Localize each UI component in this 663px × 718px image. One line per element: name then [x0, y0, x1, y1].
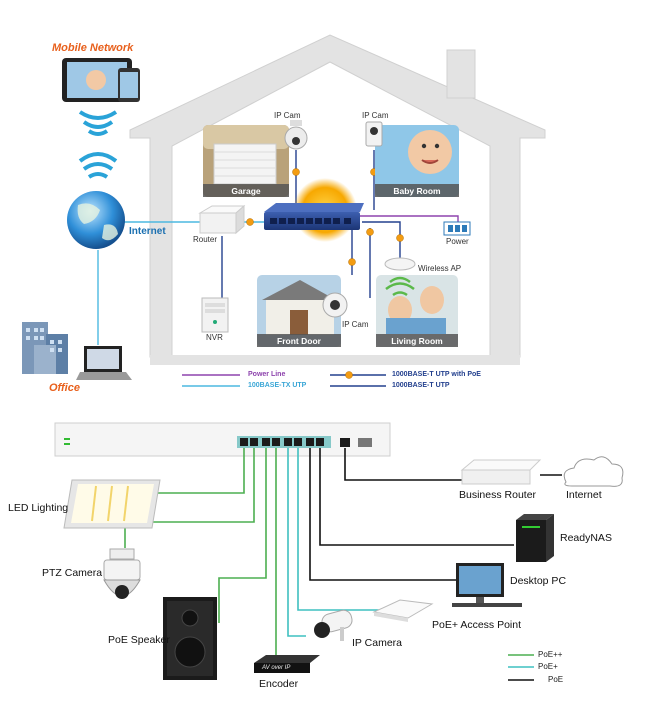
ip-cam-label-3: IP Cam: [342, 320, 369, 329]
legend-t-utp: 1000BASE-T UTP: [392, 382, 450, 389]
room-caption-living: Living Room: [391, 336, 443, 346]
internet-label-bottom: Internet: [566, 489, 602, 501]
legend-poe-p: PoE+: [538, 662, 558, 671]
desktop-pc-label: Desktop PC: [510, 575, 567, 587]
poe-speaker-label: PoE Speaker: [108, 634, 170, 646]
legend-poe-pp: PoE++: [538, 650, 563, 659]
ip-cam-label-1: IP Cam: [274, 111, 301, 120]
top-cables: [97, 150, 459, 345]
encoder-label: Encoder: [259, 678, 299, 690]
office-label: Office: [49, 382, 80, 394]
room-caption-baby: Baby Room: [393, 186, 441, 196]
wifi-icon-up: [78, 152, 118, 179]
power-label: Power: [446, 237, 469, 246]
laptop-device: [76, 346, 132, 380]
legend-power-line: Power Line: [248, 371, 286, 378]
desktop-pc-device: [452, 563, 522, 607]
business-router-device: [460, 459, 542, 485]
mobile-network-label: Mobile Network: [52, 42, 134, 54]
led-panel: [63, 479, 161, 529]
tablet-device: [62, 58, 140, 102]
ip-camera-label: IP Camera: [352, 637, 402, 649]
legend-poe: PoE: [548, 675, 564, 684]
ptz-camera: [103, 548, 141, 599]
access-point-label: PoE+ Access Point: [432, 619, 522, 631]
wifi-icon-down: [78, 110, 118, 136]
poe-switch-front: [54, 422, 391, 457]
poe-switch-home: [264, 203, 364, 230]
ip-camera-device: [314, 609, 353, 641]
bottom-legend: [508, 654, 534, 681]
wireless-ap-label: Wireless AP: [418, 264, 462, 273]
room-caption-front-door: Front Door: [277, 336, 321, 346]
router-device: [198, 204, 246, 235]
encoder-device: [254, 655, 320, 673]
globe-icon: [67, 191, 125, 249]
led-lighting-label: LED Lighting: [8, 502, 69, 514]
encoder-box-label: AV over IP: [262, 665, 291, 671]
ip-cam-front: [322, 292, 348, 318]
garage-photo: [203, 125, 289, 197]
router-label: Router: [193, 235, 218, 244]
legend-poe-utp: 1000BASE-T UTP with PoE: [392, 371, 481, 378]
poe-dots: [246, 168, 404, 266]
legend-tx-utp: 100BASE-TX UTP: [248, 382, 307, 389]
ip-cam-garage: [284, 120, 308, 150]
ip-cam-baby: [365, 121, 383, 147]
nvr-device: [201, 297, 229, 333]
access-point-device: [372, 599, 434, 622]
ptz-camera-label: PTZ Camera: [42, 567, 103, 579]
wireless-ap-device: [384, 257, 416, 297]
readynas-label: ReadyNAS: [560, 532, 612, 544]
power-outlet: [443, 221, 471, 236]
baby-room-photo: [375, 125, 459, 197]
poe-speaker-device: [163, 597, 217, 680]
internet-label-top: Internet: [129, 226, 166, 237]
room-caption-garage: Garage: [231, 186, 261, 196]
top-legend: [182, 371, 386, 387]
nvr-label: NVR: [206, 333, 223, 342]
business-router-label: Business Router: [459, 489, 537, 501]
cloud-icon: [563, 456, 624, 487]
ip-cam-label-2: IP Cam: [362, 111, 389, 120]
house-outline: [129, 34, 546, 365]
office-buildings: [22, 322, 68, 374]
readynas-device: [516, 514, 554, 562]
